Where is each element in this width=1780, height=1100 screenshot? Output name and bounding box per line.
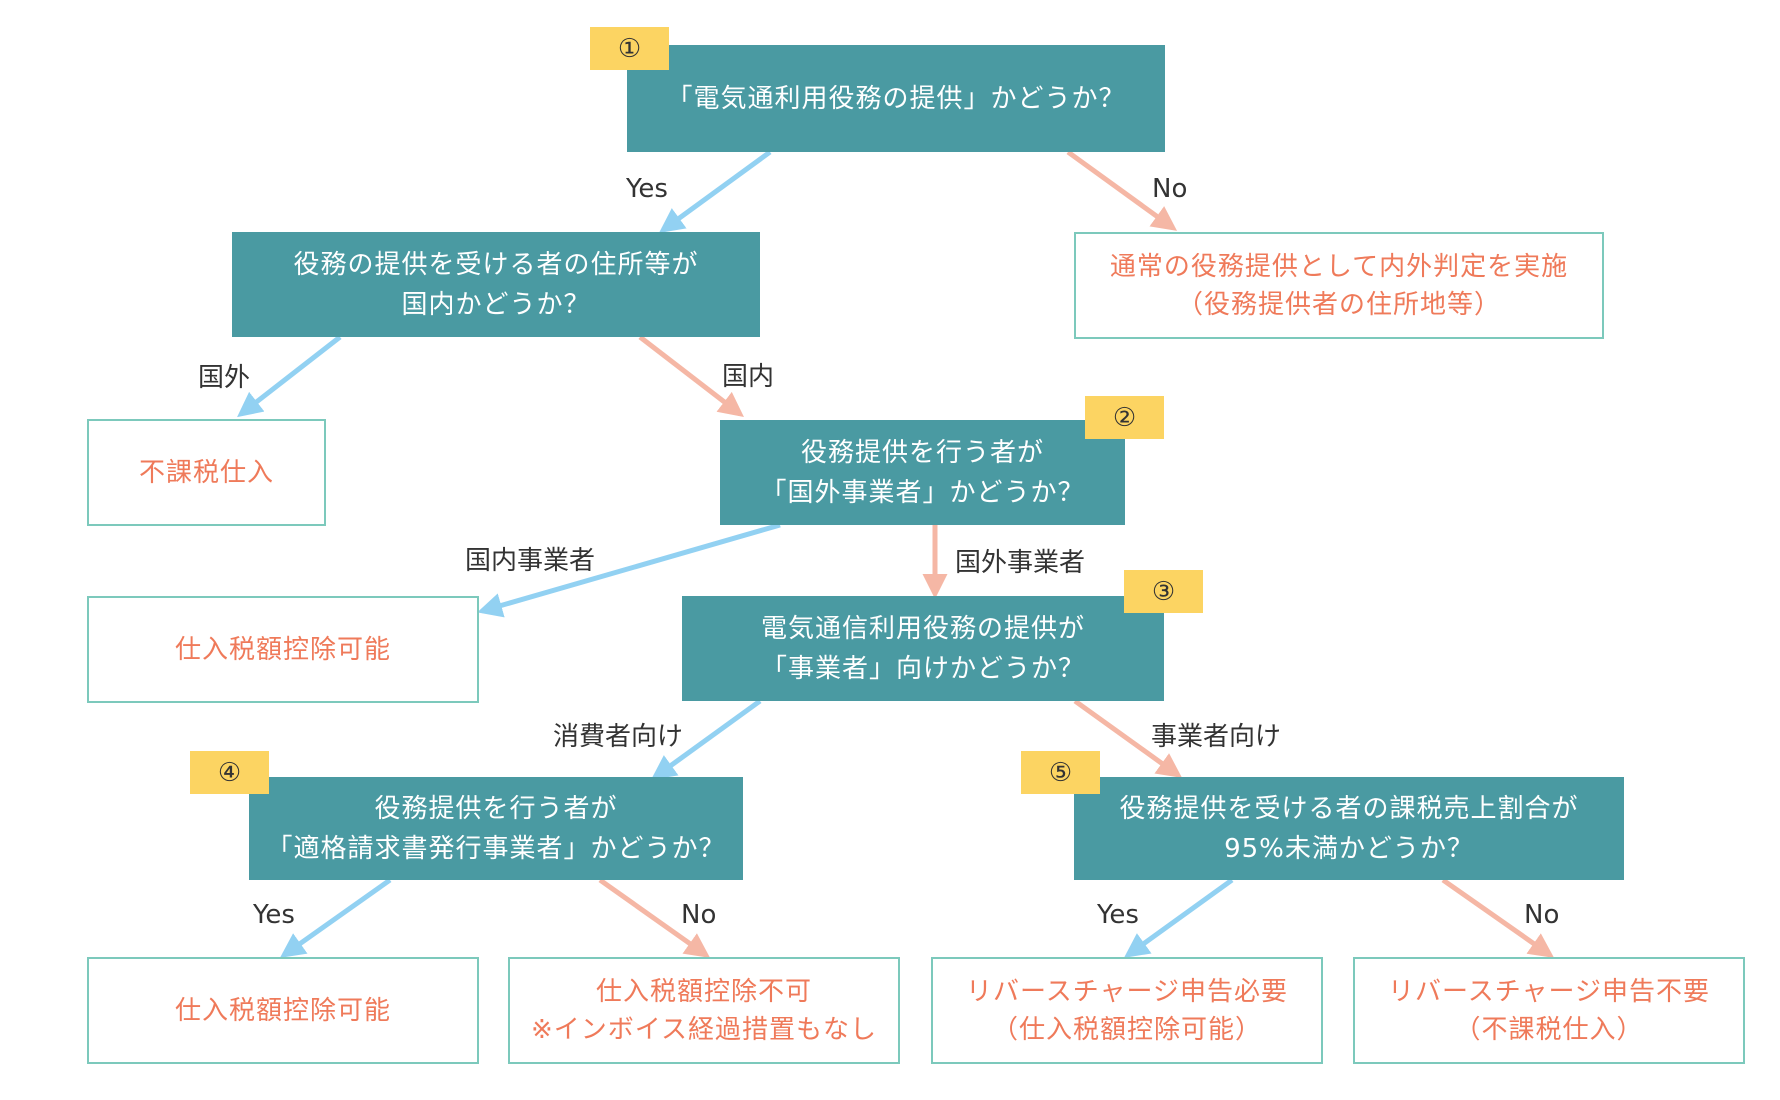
question-text: 「電気通利用役務の提供」かどうか？ — [666, 83, 1126, 114]
question-text: 役務提供を行う者が — [374, 793, 618, 824]
result-box-credit-not-allowed: 仕入税額控除不可 ※インボイス経過措置もなし — [508, 957, 900, 1064]
result-box-reverse-charge-not-required: リバースチャージ申告不要 （不課税仕入） — [1353, 957, 1745, 1064]
edge-label-q1-yes: Yes — [626, 174, 668, 204]
result-box-reverse-charge-required: リバースチャージ申告必要 （仕入税額控除可能） — [931, 957, 1323, 1064]
result-text: 仕入税額控除可能 — [174, 634, 391, 665]
question-text: 役務提供を受ける者の課税売上割合が — [1119, 793, 1579, 824]
question-text: 「適格請求書発行事業者」かどうか？ — [266, 833, 726, 864]
arrow-q6-yes — [1123, 877, 1234, 958]
question-box-foreign-business: 役務提供を行う者が 「国外事業者」かどうか？ — [720, 420, 1125, 525]
result-text: （仕入税額控除可能） — [991, 1014, 1262, 1045]
result-text: 仕入税額控除不可 — [595, 976, 812, 1007]
edge-label-q1-no: No — [1152, 174, 1188, 204]
arrow-q2-abroad — [237, 335, 342, 418]
question-box-recipient-address: 役務の提供を受ける者の住所等が 国内かどうか？ — [232, 232, 760, 337]
result-text: 通常の役務提供として内外判定を実施 — [1109, 251, 1569, 282]
step-badge-1: ① — [590, 27, 669, 70]
arrow-q1-no — [1066, 149, 1178, 231]
step-badge-3: ③ — [1124, 570, 1203, 613]
edge-label-q2-domestic: 国内 — [722, 362, 775, 392]
arrow-q4-consumer — [650, 698, 762, 780]
arrow-q1-yes — [658, 149, 772, 233]
result-box-credit-allowed-invoice: 仕入税額控除可能 — [87, 957, 479, 1064]
arrow-q5-yes — [279, 877, 392, 958]
arrow-q4-business — [1073, 698, 1183, 778]
arrow-q5-no — [598, 877, 711, 958]
arrow-q3-domestic — [477, 522, 781, 618]
question-text: 「国外事業者」かどうか？ — [760, 477, 1085, 508]
result-text: リバースチャージ申告必要 — [966, 976, 1288, 1007]
result-box-non-taxable-purchase: 不課税仕入 — [87, 419, 326, 526]
question-text: 役務提供を行う者が — [800, 437, 1044, 468]
question-text: 役務の提供を受ける者の住所等が — [293, 249, 699, 280]
question-box-electric-service: 「電気通利用役務の提供」かどうか？ — [627, 45, 1165, 152]
result-box-credit-allowed-domestic: 仕入税額控除可能 — [87, 596, 479, 703]
question-text: 95%未満かどうか？ — [1224, 833, 1474, 864]
edge-label-q4-consumer: 消費者向け — [553, 722, 684, 752]
question-box-business-oriented: 電気通信利用役務の提供が 「事業者」向けかどうか？ — [682, 596, 1164, 701]
edge-label-q3-foreign: 国外事業者 — [955, 548, 1086, 578]
arrow-q2-domestic — [638, 335, 744, 418]
result-text: リバースチャージ申告不要 — [1388, 976, 1710, 1007]
result-text: （役務提供者の住所地等） — [1176, 289, 1501, 320]
question-box-invoice-issuer: 役務提供を行う者が 「適格請求書発行事業者」かどうか？ — [249, 777, 743, 880]
edge-label-q2-abroad: 国外 — [198, 363, 251, 393]
edge-label-q5-yes: Yes — [253, 900, 295, 930]
result-text: （不課税仕入） — [1454, 1014, 1644, 1045]
step-badge-5: ⑤ — [1021, 751, 1100, 794]
edge-label-q4-business: 事業者向け — [1151, 722, 1282, 752]
question-text: 「事業者」向けかどうか？ — [760, 653, 1085, 684]
result-text: 仕入税額控除可能 — [174, 995, 391, 1026]
edge-label-q5-no: No — [681, 900, 717, 930]
result-text: 不課税仕入 — [138, 457, 274, 488]
step-badge-4: ④ — [190, 751, 269, 794]
question-text: 電気通信利用役務の提供が — [760, 613, 1085, 644]
question-text: 国内かどうか？ — [401, 289, 591, 320]
step-badge-2: ② — [1085, 396, 1164, 439]
result-box-normal-judgement: 通常の役務提供として内外判定を実施 （役務提供者の住所地等） — [1074, 232, 1604, 339]
question-box-taxable-sales-ratio: 役務提供を受ける者の課税売上割合が 95%未満かどうか？ — [1074, 777, 1624, 880]
edge-label-q6-yes: Yes — [1097, 900, 1139, 930]
edge-label-q3-domestic: 国内事業者 — [465, 546, 596, 576]
result-text: ※インボイス経過措置もなし — [530, 1014, 877, 1045]
edge-label-q6-no: No — [1524, 900, 1560, 930]
arrow-q6-no — [1441, 877, 1555, 958]
